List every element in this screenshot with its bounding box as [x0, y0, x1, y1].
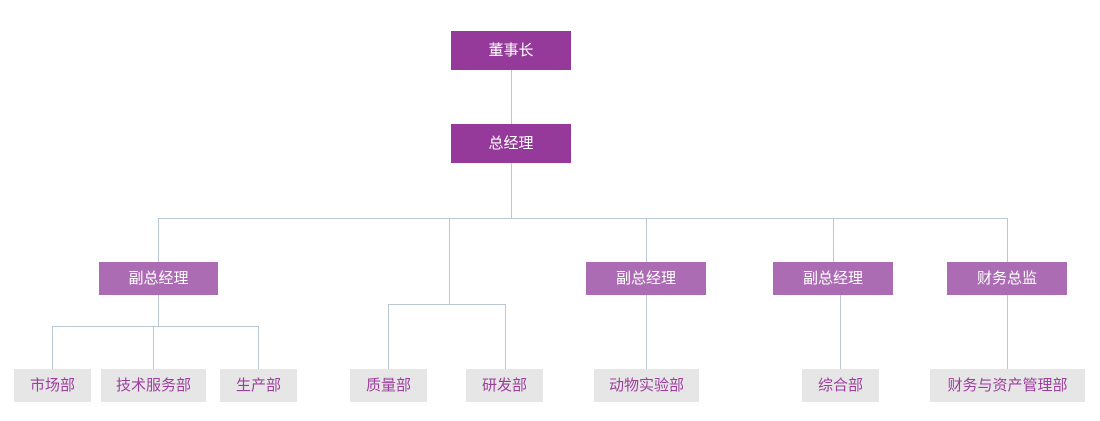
node-department-research-development[interactable]: 研发部 [466, 369, 543, 402]
connector-deputy-2-to-animal-lab [646, 295, 647, 369]
node-department-quality-label: 质量部 [365, 376, 411, 394]
node-department-general-affairs[interactable]: 综合部 [802, 369, 879, 402]
connector-main-bus [158, 218, 1008, 219]
connector-bus-to-deputy-2 [646, 218, 647, 262]
connector-bus-to-quality-rd-branch [449, 218, 450, 304]
node-department-finance-asset-management-label: 财务与资产管理部 [947, 376, 1068, 394]
node-department-marketing[interactable]: 市场部 [14, 369, 91, 402]
node-department-marketing-label: 市场部 [29, 376, 75, 394]
node-finance-director-label: 财务总监 [976, 269, 1037, 287]
node-finance-director[interactable]: 财务总监 [947, 262, 1067, 295]
node-deputy-general-manager-2-label: 副总经理 [615, 269, 676, 287]
node-general-manager-label: 总经理 [488, 134, 534, 152]
connector-gm-stem [511, 163, 512, 218]
node-department-animal-laboratory-label: 动物实验部 [608, 376, 684, 394]
connector-bus-to-deputy-1 [158, 218, 159, 262]
node-deputy-general-manager-2[interactable]: 副总经理 [586, 262, 706, 295]
connector-finance-director-to-finance-dept [1007, 295, 1008, 369]
connector-bus-to-finance-director [1007, 218, 1008, 262]
node-department-quality[interactable]: 质量部 [350, 369, 427, 402]
node-deputy-general-manager-3[interactable]: 副总经理 [773, 262, 893, 295]
node-department-general-affairs-label: 综合部 [817, 376, 863, 394]
connector-deputy-1-to-tech-service [153, 326, 154, 369]
node-department-production-label: 生产部 [235, 376, 281, 394]
connector-deputy-1-stem [158, 295, 159, 326]
node-department-finance-asset-management[interactable]: 财务与资产管理部 [930, 369, 1085, 402]
node-department-animal-laboratory[interactable]: 动物实验部 [594, 369, 699, 402]
connector-deputy-1-to-production [258, 326, 259, 369]
node-department-research-development-label: 研发部 [481, 376, 527, 394]
node-department-technical-service-label: 技术服务部 [115, 376, 191, 394]
node-deputy-general-manager-1-label: 副总经理 [128, 269, 189, 287]
connector-chairman-to-gm [511, 70, 512, 125]
node-department-technical-service[interactable]: 技术服务部 [101, 369, 206, 402]
connector-to-quality-dept [388, 304, 389, 369]
connector-bus-to-deputy-3 [833, 218, 834, 262]
connector-deputy-3-to-general-affairs [840, 295, 841, 369]
node-chairman[interactable]: 董事长 [451, 31, 571, 70]
connector-to-rd-dept [505, 304, 506, 369]
connector-deputy-1-bus [52, 326, 258, 327]
node-general-manager[interactable]: 总经理 [451, 124, 571, 163]
connector-quality-rd-bus [388, 304, 505, 305]
node-deputy-general-manager-1[interactable]: 副总经理 [99, 262, 218, 295]
connector-deputy-1-to-marketing [52, 326, 53, 369]
node-chairman-label: 董事长 [488, 41, 534, 59]
node-deputy-general-manager-3-label: 副总经理 [802, 269, 863, 287]
node-department-production[interactable]: 生产部 [220, 369, 297, 402]
